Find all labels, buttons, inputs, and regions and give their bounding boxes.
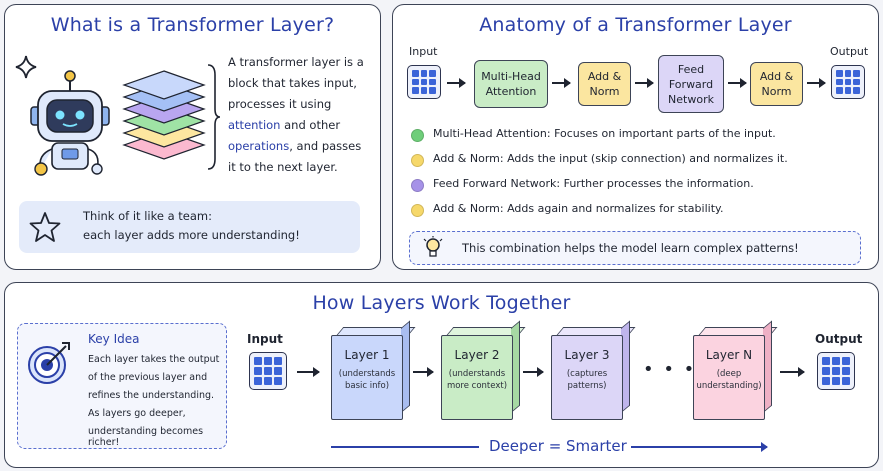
desc-line: A transformer layer is a	[228, 55, 364, 69]
arrow	[413, 367, 434, 377]
arrow	[728, 78, 747, 88]
panel-anatomy: Anatomy of a Transformer Layer Input Mul…	[392, 4, 879, 270]
arrow	[780, 367, 805, 377]
layer-description: A transformer layer is a block that take…	[228, 52, 378, 178]
team-tip-box: Think of it like a team: each layer adds…	[19, 201, 360, 253]
add-norm-block: Add & Norm	[578, 62, 631, 106]
key-idea-line: As layers go deeper,	[88, 408, 186, 419]
tip-line: Think of it like a team:	[83, 209, 212, 223]
key-idea-box: Key Idea Each layer takes the output of …	[17, 323, 227, 449]
legend-dot-green	[411, 129, 424, 142]
key-idea-title: Key Idea	[88, 332, 140, 346]
desc-line: operations, and passes	[228, 136, 378, 157]
arrow	[297, 367, 320, 377]
arrow	[635, 78, 654, 88]
layer-name: Layer 1	[344, 348, 390, 362]
layer-desc: (understands basic info)	[338, 369, 396, 391]
patterns-tip-text: This combination helps the model learn c…	[462, 241, 799, 255]
panel-title: How Layers Work Together	[312, 292, 571, 314]
robot-icon	[30, 70, 110, 176]
deeper-line-left	[331, 446, 479, 448]
input-grid-icon	[407, 65, 441, 99]
panel-title: Anatomy of a Transformer Layer	[479, 14, 792, 36]
key-idea-line: Each layer takes the output	[88, 354, 220, 365]
arrow	[552, 78, 571, 88]
panel-title: What is a Transformer Layer?	[50, 14, 335, 36]
legend-item: Feed Forward Network: Further processes …	[433, 177, 754, 190]
multi-head-attention-block: Multi-Head Attention	[474, 60, 548, 108]
layer-desc: (captures patterns)	[566, 369, 608, 391]
legend-dot-yellow	[411, 204, 424, 217]
key-idea-line: understanding becomes richer!	[88, 426, 204, 448]
patterns-tip-box: This combination helps the model learn c…	[409, 231, 861, 265]
input-label: Input	[247, 332, 283, 346]
desc-text: and other	[280, 118, 341, 132]
layer-name: Layer N	[705, 348, 753, 362]
deeper-arrow	[631, 442, 768, 452]
input-label: Input	[409, 45, 438, 58]
layer-name: Layer 2	[454, 348, 500, 362]
legend-dot-yellow	[411, 154, 424, 167]
layer-desc: (deep understanding)	[696, 369, 762, 391]
panel-layers-together: How Layers Work Together Key Idea Each l…	[4, 282, 879, 468]
attention-highlight: attention	[228, 118, 281, 132]
desc-line: attention and other	[228, 115, 378, 136]
desc-line: block that takes input,	[228, 76, 357, 90]
legend-item: Add & Norm: Adds again and normalizes fo…	[433, 202, 724, 215]
output-label: Output	[830, 45, 869, 58]
panel-what-is-layer: What is a Transformer Layer? A transf	[4, 4, 381, 270]
arrow	[523, 367, 544, 377]
target-icon	[28, 342, 70, 384]
feed-forward-block: Feed Forward Network	[658, 55, 724, 113]
brace-icon	[207, 64, 221, 170]
operations-highlight: operations	[228, 139, 290, 153]
legend-dot-purple	[411, 179, 424, 192]
desc-line: processes it using	[228, 97, 332, 111]
key-idea-line: of the previous layer and	[88, 372, 208, 383]
key-idea-line: refines the understanding.	[88, 390, 215, 401]
desc-text: , and passes	[289, 139, 362, 153]
desc-line: it to the next layer.	[228, 160, 338, 174]
deeper-label: Deeper = Smarter	[489, 437, 627, 455]
stacked-layers-icon	[122, 70, 206, 160]
arrow	[447, 78, 466, 88]
arrow	[807, 78, 826, 88]
tip-line: each layer adds more understanding!	[83, 228, 300, 242]
output-label: Output	[815, 332, 863, 346]
add-norm-block: Add & Norm	[750, 62, 803, 106]
legend-item: Add & Norm: Adds the input (skip connect…	[433, 152, 788, 165]
legend-item: Multi-Head Attention: Focuses on importa…	[433, 127, 776, 140]
output-grid-icon	[817, 352, 855, 390]
input-grid-icon	[249, 352, 287, 390]
output-grid-icon	[831, 65, 865, 99]
lightbulb-icon	[423, 236, 443, 257]
layer-desc: (understands more context)	[446, 369, 508, 391]
sparkle-icon	[15, 55, 37, 79]
layer-name: Layer 3	[564, 348, 610, 362]
star-icon	[29, 212, 61, 242]
ellipsis: • • •	[643, 359, 697, 380]
